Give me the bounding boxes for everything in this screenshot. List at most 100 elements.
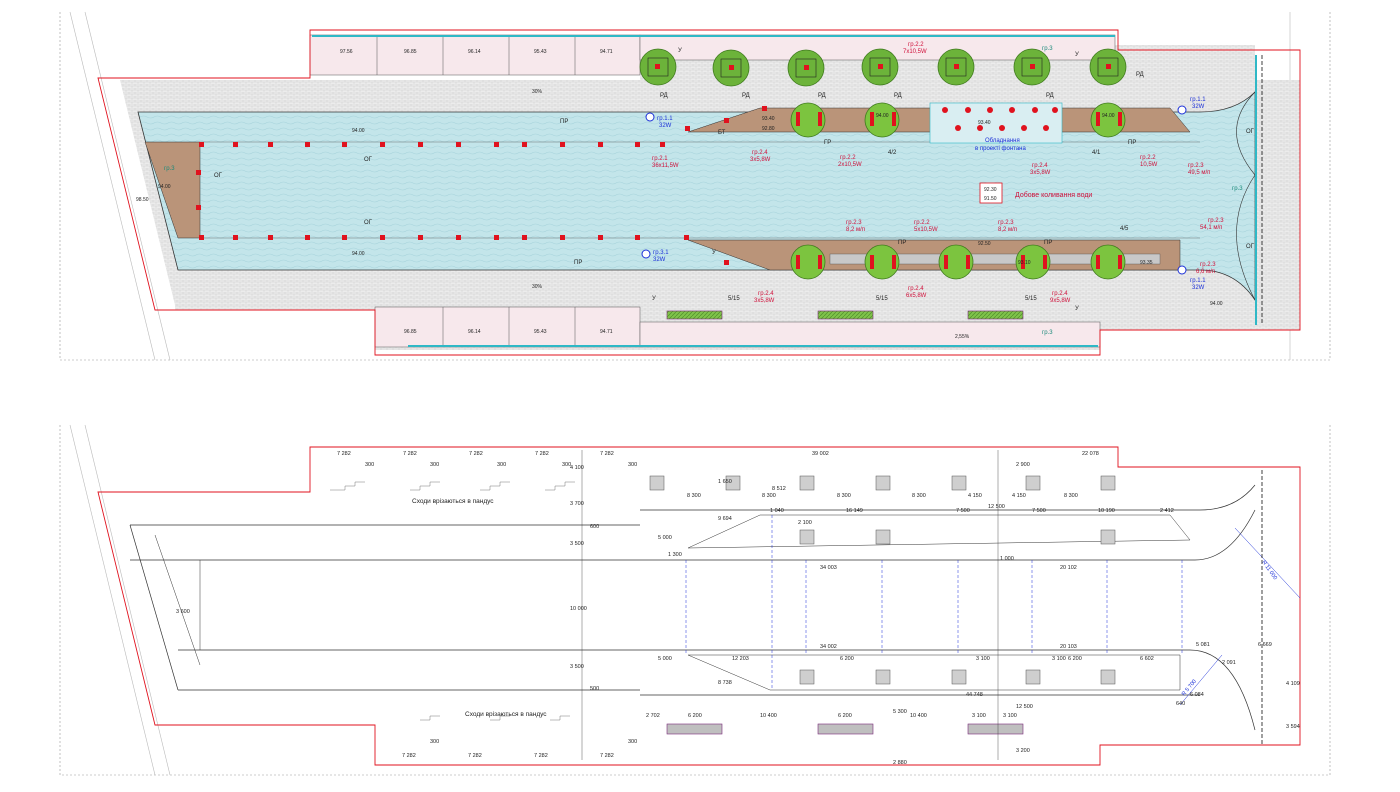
dim: 6 669 — [1258, 642, 1272, 648]
dim: 2 412 — [1160, 508, 1174, 514]
code-u: У — [1075, 52, 1079, 58]
code-rd: РД — [894, 93, 902, 99]
dim: 300 — [628, 739, 637, 745]
ratio: 4/1 — [1092, 150, 1101, 156]
tree — [1090, 244, 1126, 280]
code-pr: ПР — [560, 119, 568, 125]
dim: 1 300 — [668, 552, 682, 558]
water-level-low: 91.50 — [984, 196, 997, 202]
level-label: 97.56 — [340, 49, 353, 55]
code-pr: ПР — [898, 240, 906, 246]
dim: 3 600 — [176, 609, 190, 615]
dim: 5 000 — [658, 656, 672, 662]
group-code: гр.2.4 — [908, 286, 924, 292]
group-spec: 6x5,8W — [906, 293, 927, 299]
group-code: гр.2.2 — [840, 155, 856, 161]
code-pr: ПР — [1128, 140, 1136, 146]
gr3-label: гр.3 — [164, 166, 175, 172]
pole-lamps — [641, 105, 1187, 275]
top-steps-band — [309, 34, 641, 76]
lamp-spec: 32W — [653, 257, 666, 263]
dim: 2 091 — [1222, 660, 1236, 666]
pier-dimensions: 16 149 7 500 7 500 10 190 2 412 9 694 1 … — [658, 508, 1174, 541]
step-dimensions-bottom: 7 282 7 282 7 282 7 282 — [402, 753, 614, 759]
step-levels-bottom: 96.85 96.14 95.43 94.71 — [404, 329, 613, 335]
level-label: 94.71 — [600, 49, 613, 55]
ratio: 4/5 — [1120, 226, 1129, 232]
group-spec: 54,1 м/п — [1200, 225, 1222, 231]
dim: 1 000 — [1000, 556, 1014, 562]
gr3-label: гр.3 — [1042, 46, 1053, 52]
dim: 7 282 — [535, 451, 549, 457]
group-code: гр.2.2 — [908, 42, 924, 48]
misc-dimensions: 1 650 2 100 640 600 500 4 100 3 700 3 20… — [570, 465, 1185, 766]
dim: 6 200 — [838, 713, 852, 719]
code-rd: РД — [1136, 72, 1144, 78]
level-94: 94.00 — [352, 251, 365, 257]
dim: 3 700 — [570, 501, 584, 507]
code-rd: РД — [818, 93, 826, 99]
dim: 6 200 — [688, 713, 702, 719]
planter-dimensions: 2 702 6 200 10 400 6 200 10 400 3 100 3 … — [646, 713, 1017, 719]
dim: 300 — [430, 739, 439, 745]
group-spec: 10,5W — [1140, 162, 1158, 168]
code-u: У — [652, 296, 656, 302]
lamp-code: гр.1.1 — [1190, 97, 1206, 103]
slope-label: 30% — [532, 284, 543, 290]
gr3-label: гр.3 — [1042, 330, 1053, 336]
ratio: 4/2 — [888, 150, 897, 156]
dim: 3 594 — [1286, 724, 1300, 730]
dim: 7 282 — [469, 451, 483, 457]
tree — [864, 244, 900, 280]
deck-level: 93.10 — [1018, 260, 1031, 266]
deck-level: 92.50 — [978, 241, 991, 247]
dim: 7 282 — [600, 753, 614, 759]
code-pr: ПР — [574, 260, 582, 266]
group-code: гр.2.3 — [846, 220, 862, 226]
dim: 20 103 — [1060, 644, 1077, 650]
level-label: 96.85 — [404, 329, 417, 335]
group-spec: 5x10,5W — [914, 227, 938, 233]
level-94: 94.00 — [1210, 301, 1223, 307]
deck-level: 93.35 — [1140, 260, 1153, 266]
group-spec: 49,5 м/п — [1188, 170, 1210, 176]
dim: 7 282 — [600, 451, 614, 457]
lighting-groups: гр.2.2 7x10,5W гр.2.1 36x11,5W гр.2.4 3x… — [652, 42, 1224, 304]
group-code: гр.2.2 — [1140, 155, 1156, 161]
water-fluctuation-label: Добове коливання води — [1015, 191, 1092, 199]
dim: 6 602 — [1140, 656, 1154, 662]
dim: 8 300 — [1064, 493, 1078, 499]
group-code: гр.2.3 — [1208, 218, 1224, 224]
level-label: 96.14 — [468, 49, 481, 55]
site-boundary — [59, 12, 1331, 361]
group-code: гр.2.3 — [1188, 163, 1204, 169]
dim: 34 002 — [820, 644, 837, 650]
dim: 20 102 — [1060, 565, 1077, 571]
dim: 300 — [365, 462, 374, 468]
dim: 640 — [1176, 701, 1185, 707]
lamp-spec: 32W — [1192, 285, 1205, 291]
group-code: гр.2.1 — [652, 156, 668, 162]
group-spec: 8,2 м/п — [846, 227, 865, 233]
dim: 2 880 — [893, 760, 907, 766]
code-og: ОГ — [214, 173, 223, 179]
ratio: 5/15 — [1025, 296, 1037, 302]
dim: 4 150 — [1012, 493, 1026, 499]
dim: 1 040 — [770, 508, 784, 514]
dim: 300 — [430, 462, 439, 468]
stairs-note: Сходи врізаються в пандус — [412, 497, 494, 505]
dim: 34 003 — [820, 565, 837, 571]
code-pr: ПР — [1044, 240, 1052, 246]
dim: 6 200 — [1068, 656, 1082, 662]
tree — [790, 244, 826, 280]
deck-level: 94.00 — [876, 113, 889, 119]
group-code: гр.2.3 — [998, 220, 1014, 226]
group-spec: 8,2 м/п — [998, 227, 1017, 233]
deck-level: 92.80 — [762, 126, 775, 132]
deck-level: 93.40 — [978, 120, 991, 126]
dim: 6 200 — [840, 656, 854, 662]
dim: 10 400 — [760, 713, 777, 719]
level-label: 96.14 — [468, 329, 481, 335]
dim: 300 — [562, 462, 571, 468]
